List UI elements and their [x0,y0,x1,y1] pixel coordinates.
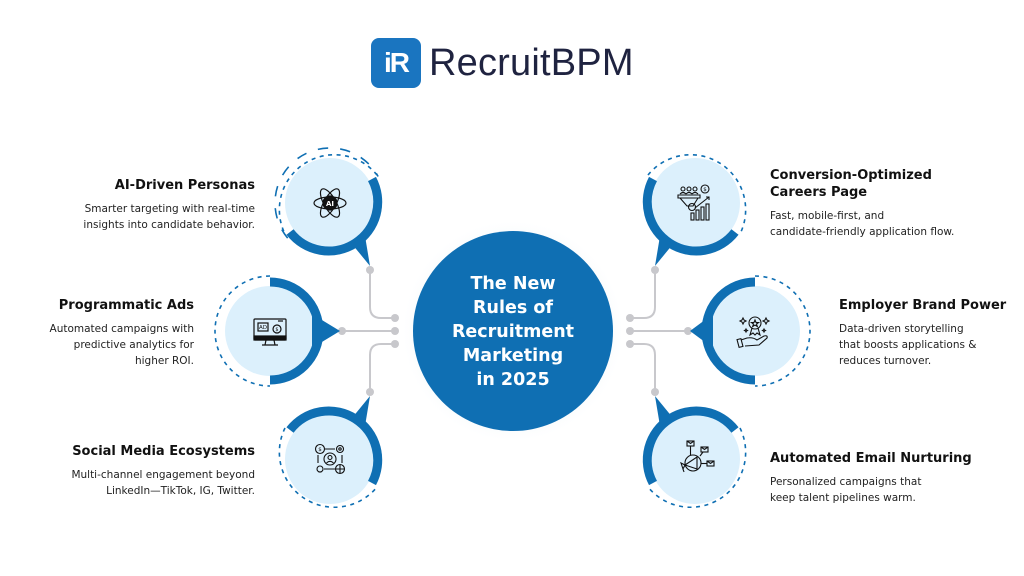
svg-text:AI: AI [326,200,334,208]
node-ai-dashed-ring [278,153,378,235]
center-title-line: Marketing [462,346,564,366]
connectors-left [342,270,395,392]
connector-dots-left [338,266,399,396]
center-circle [413,231,613,431]
item-description: Data-driven storytelling that boosts app… [839,321,1006,369]
center-title: The New Rules of Recruitment Marketing i… [433,272,593,392]
text-line: Multi-channel engagement beyond [71,469,255,481]
center-title-line: Rules of [473,298,553,318]
item-title: Social Media Ecosystems [71,443,255,460]
item-email-nurturing: Automated Email Nurturing Personalized c… [770,450,972,506]
item-description: Personalized campaigns that keep talent … [770,474,972,506]
item-title: Programmatic Ads [50,297,194,314]
node-email-nurturing [642,396,747,509]
node-social-media-ecosystems [278,396,383,509]
connector-email [630,343,656,392]
text-line: keep talent pipelines warm. [770,492,916,504]
text-line: candidate-friendly application flow. [770,226,955,238]
svg-text:$: $ [703,187,707,193]
center-title-line: The New [470,274,556,294]
item-programmatic-ads: Programmatic Ads Automated campaigns wit… [50,297,194,369]
text-line: Conversion-Optimized [770,168,932,183]
text-line: Smarter targeting with real-time [84,203,255,215]
text-line: LinkedIn—TikTok, IG, Twitter. [106,485,255,497]
svg-text:$: $ [318,447,322,453]
svg-text:$: $ [275,327,278,333]
node-programmatic-ads [214,275,340,387]
connector-ai [369,270,395,319]
text-line: higher ROI. [134,355,194,367]
connector-dots-right [626,266,692,396]
ad-monitor-icon: AD $ [253,318,287,346]
brand-name: RecruitBPM [429,41,634,84]
funnel-chart-icon: $ [677,184,710,221]
text-line: Careers Page [770,185,868,200]
svg-text:AD: AD [259,325,267,331]
text-line: Social Media Ecosystems [72,444,255,459]
text-line: Employer Brand Power [839,298,1007,313]
center-title-line: in 2025 [476,370,550,390]
text-line: Fast, mobile-first, and [770,210,885,222]
item-description: Fast, mobile-first, and candidate-friend… [770,208,954,240]
text-line: Personalized campaigns that [770,476,922,488]
text-line: Automated campaigns with [49,323,194,335]
text-line: AI-Driven Personas [114,178,255,193]
item-ai-driven-personas: AI-Driven Personas Smarter targeting wit… [83,177,255,233]
connector-social [369,343,395,392]
text-line: Programmatic Ads [58,298,194,313]
center-title-line: Recruitment [451,322,575,342]
connectors-right [630,270,688,392]
brand-logo: iR RecruitBPM [371,38,634,88]
node-employer-brand [690,275,811,387]
email-megaphone-icon [680,440,715,473]
item-title: Conversion-Optimized Careers Page [770,167,954,201]
logo-mark-icon: iR [371,38,421,88]
item-description: Smarter targeting with real-time insight… [83,201,255,233]
text-line: insights into candidate behavior. [83,219,255,231]
ai-atom-icon: AI [313,188,347,218]
social-network-icon: $ [314,443,346,475]
award-hand-icon [736,316,771,349]
item-title: Automated Email Nurturing [770,450,972,467]
item-careers-page: Conversion-Optimized Careers Page Fast, … [770,167,954,240]
text-line: Automated Email Nurturing [770,451,972,466]
connector-careers [630,270,656,319]
item-social-media-ecosystems: Social Media Ecosystems Multi-channel en… [71,443,255,499]
text-line: predictive analytics for [73,339,194,351]
item-description: Multi-channel engagement beyond LinkedIn… [71,467,255,499]
item-employer-brand: Employer Brand Power Data-driven storyte… [839,297,1006,369]
text-line: Data-driven storytelling [839,323,964,335]
text-line: that boosts applications & [839,339,977,351]
item-title: Employer Brand Power [839,297,1006,314]
text-line: reduces turnover. [839,355,932,367]
item-title: AI-Driven Personas [83,177,255,194]
item-description: Automated campaigns with predictive anal… [50,321,194,369]
